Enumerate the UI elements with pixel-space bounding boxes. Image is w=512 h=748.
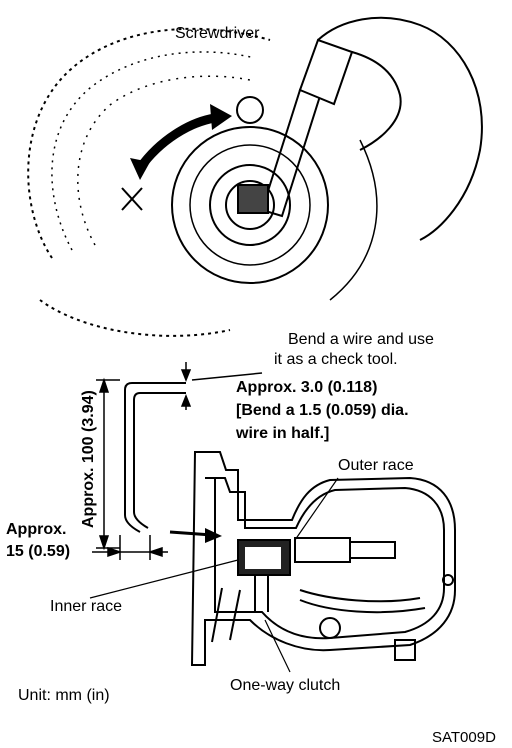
width-dimension	[92, 535, 168, 560]
callout-lines	[89, 477, 339, 673]
label-approx-height: Approx. 100 (3.94)	[80, 390, 97, 528]
height-dimension	[96, 377, 120, 551]
check-tool-wire	[124, 382, 186, 533]
x-mark	[121, 187, 143, 211]
torque-converter-top-view	[27, 27, 378, 337]
label-outer-race: Outer race	[338, 457, 414, 474]
label-unit: Unit: mm (in)	[18, 687, 110, 704]
figure-code: SAT009D	[432, 729, 496, 746]
rotation-arrow	[130, 104, 232, 180]
label-screwdriver: Screwdriver	[175, 25, 260, 42]
label-one-way-clutch: One-way clutch	[230, 677, 341, 694]
label-approx-width-line2: 15 (0.59)	[6, 543, 71, 560]
screwdriver-illustration	[237, 16, 483, 241]
insertion-arrow	[169, 528, 222, 543]
label-bend-line1: [Bend a 1.5 (0.059) dia.	[236, 402, 409, 419]
label-approx-gap: Approx. 3.0 (0.118)	[236, 379, 378, 396]
label-check-tool-line2: it as a check tool.	[274, 351, 398, 368]
label-inner-race: Inner race	[50, 598, 123, 615]
gap-dimension	[180, 362, 263, 410]
label-check-tool-line1: Bend a wire and use	[288, 331, 434, 348]
clutch-cross-section	[190, 451, 456, 666]
label-approx-width-line1: Approx.	[6, 521, 67, 538]
label-bend-line2: wire in half.]	[236, 425, 330, 442]
